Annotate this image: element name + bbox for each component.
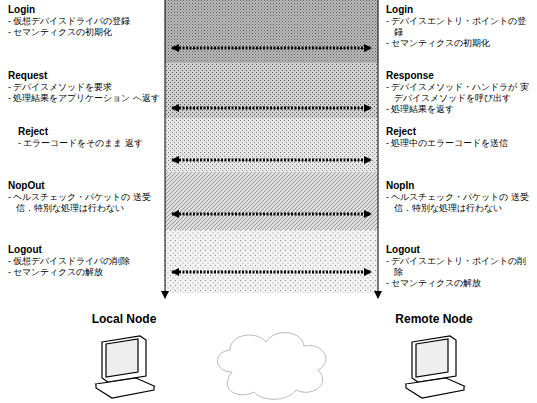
message-name: Response	[386, 70, 534, 82]
node-name: Remote Node	[395, 312, 472, 326]
message-arrow	[172, 107, 371, 110]
message-note: - ヘルスチェック・パケットの 送受信．特別な処理は行わない	[8, 192, 160, 214]
message-name: NopIn	[386, 180, 534, 192]
message-group: NopIn- ヘルスチェック・パケットの 送受信．特別な処理は行わない	[386, 180, 534, 214]
logout-band	[165, 230, 378, 293]
message-group: Login- デバイスエントリ・ポイントの登録- セマンティクスの初期化	[386, 4, 534, 49]
network-cloud	[217, 333, 325, 400]
message-note: - デバイスエントリ・ポイントの削除	[386, 256, 534, 278]
message-name: Login	[386, 4, 534, 16]
message-group: Request- デバイスメソッドを要求- 処理結果をアプリケーション へ返す	[8, 70, 160, 104]
computer-icon	[96, 336, 154, 398]
computer-icon	[406, 336, 464, 398]
message-name: Request	[8, 70, 160, 82]
login-band	[165, 0, 378, 63]
timeline	[378, 0, 379, 298]
message-note: - セマンティクスの解放	[386, 278, 534, 289]
message-note: - 処理中のエラーコードを送信	[386, 138, 534, 149]
message-group: Reject- エラーコードをそのまま 返す	[18, 126, 160, 149]
nop-band	[165, 172, 378, 230]
timeline	[165, 0, 166, 298]
message-name: Login	[8, 4, 160, 16]
message-name: Logout	[8, 244, 160, 256]
message-name: NopOut	[8, 180, 160, 192]
message-arrow	[172, 47, 371, 50]
reject-band	[165, 118, 378, 172]
message-group: Logout- 仮想デバイスドライバの削除- セマンティクスの解放	[8, 244, 160, 278]
message-note: - 仮想デバイスドライバの削除	[8, 256, 160, 267]
message-note: - ヘルスチェック・パケットの 送受信．特別な処理は行わない	[386, 192, 534, 214]
message-group: NopOut- ヘルスチェック・パケットの 送受信．特別な処理は行わない	[8, 180, 160, 214]
message-name: Reject	[386, 126, 534, 138]
message-note: - エラーコードをそのまま 返す	[18, 138, 160, 149]
message-arrow	[172, 159, 371, 162]
message-group: Logout- デバイスエントリ・ポイントの削除- セマンティクスの解放	[386, 244, 534, 289]
node-name: Local Node	[92, 312, 157, 326]
message-name: Reject	[18, 126, 160, 138]
message-note: - デバイスメソッドを要求	[8, 82, 160, 93]
message-note: - 仮想デバイスドライバの登録	[8, 16, 160, 27]
message-group: Reject- 処理中のエラーコードを送信	[386, 126, 534, 149]
request-band	[165, 63, 378, 118]
message-note: - 処理結果を返す	[386, 104, 534, 115]
message-group: Response- デバイスメソッド・ハンドラが 実デバイスメソッドを呼び出す-…	[386, 70, 534, 115]
message-note: - 処理結果をアプリケーション へ返す	[8, 93, 160, 104]
message-note: - セマンティクスの初期化	[386, 38, 534, 49]
message-note: - デバイスメソッド・ハンドラが 実デバイスメソッドを呼び出す	[386, 82, 534, 104]
message-arrow	[172, 271, 371, 274]
message-name: Logout	[386, 244, 534, 256]
message-note: - セマンティクスの解放	[8, 267, 160, 278]
message-note: - デバイスエントリ・ポイントの登録	[386, 16, 534, 38]
message-note: - セマンティクスの初期化	[8, 27, 160, 38]
message-group: Login- 仮想デバイスドライバの登録- セマンティクスの初期化	[8, 4, 160, 38]
message-arrow	[172, 213, 371, 216]
